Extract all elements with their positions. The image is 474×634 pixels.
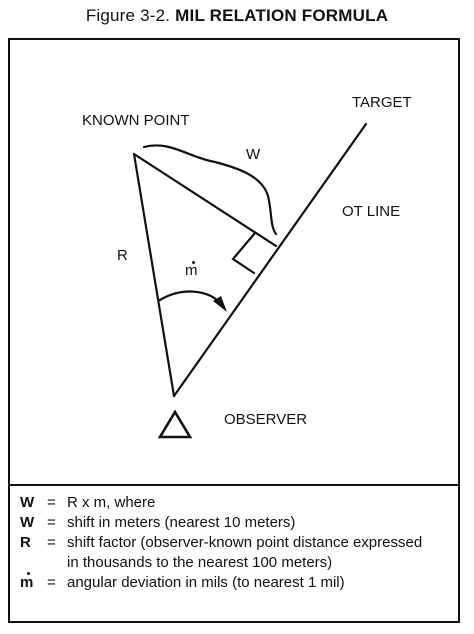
observer-label: OBSERVER	[224, 411, 308, 428]
m-angle-label: m	[185, 261, 198, 279]
legend-equals: =	[47, 534, 56, 551]
figure-number: Figure 3-2.	[85, 6, 171, 25]
right-angle-marker	[231, 231, 257, 275]
legend-item-m: m = angular deviation in mils (to neares…	[20, 572, 460, 593]
w-label: W	[246, 146, 261, 163]
legend-symbol: m	[20, 572, 34, 591]
legend-text-continued: in thousands to the nearest 100 meters)	[67, 554, 333, 571]
legend: W = R x m, where W = shift in meters (ne…	[8, 484, 460, 623]
r-label: R	[117, 247, 128, 264]
legend-text: shift factor (observer-known point dista…	[67, 534, 423, 551]
legend-formula-text: R x m, where	[67, 494, 156, 511]
ot-line-label: OT LINE	[342, 203, 401, 220]
w-brace	[142, 144, 278, 236]
w-line	[132, 152, 278, 248]
figure-title-text: MIL RELATION FORMULA	[175, 6, 389, 25]
legend-text: shift in meters (nearest 10 meters)	[67, 514, 296, 531]
figure-title: Figure 3-2. MIL RELATION FORMULA	[0, 6, 474, 26]
r-line	[132, 152, 176, 398]
angle-arc	[158, 290, 224, 307]
legend-text: angular deviation in mils (to nearest 1 …	[67, 574, 345, 591]
legend-symbol: R	[20, 534, 31, 551]
legend-item-r: R = shift factor (observer-known point d…	[20, 533, 460, 553]
known-point-label: KNOWN POINT	[82, 112, 190, 129]
target-label: TARGET	[352, 94, 412, 111]
legend-equals: =	[47, 514, 56, 531]
legend-equals: =	[47, 574, 56, 591]
figure-frame	[8, 38, 460, 623]
ot-line	[172, 122, 368, 398]
legend-item-w: W = shift in meters (nearest 10 meters)	[20, 513, 460, 533]
legend-equals: =	[47, 494, 56, 511]
observer-triangle	[157, 409, 193, 439]
arc-arrowhead	[213, 296, 227, 312]
legend-symbol: W	[20, 494, 35, 511]
legend-symbol: W	[20, 514, 35, 531]
legend-formula: W = R x m, where	[20, 493, 460, 513]
